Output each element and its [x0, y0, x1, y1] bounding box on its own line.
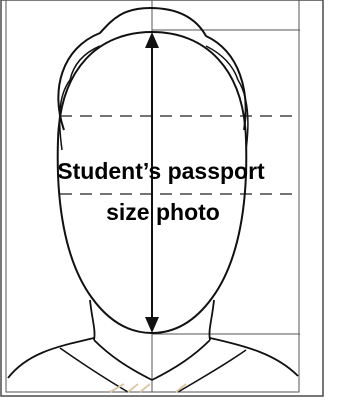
shoulder-left — [8, 338, 94, 378]
neck-left — [90, 300, 95, 340]
caption-line-1: Student’s passport — [0, 160, 322, 183]
hair-inner-line-right — [206, 46, 248, 150]
caption-line-2: size photo — [2, 201, 324, 224]
arrow-up-head — [145, 32, 159, 48]
collar-right-outer — [178, 350, 246, 392]
collar-right — [152, 340, 210, 380]
outer-border — [1, 0, 323, 396]
collar-left-outer — [60, 348, 128, 392]
shoulder-right — [210, 338, 298, 376]
hair-inner-line — [60, 46, 100, 150]
collar-left — [94, 340, 152, 380]
arrow-down-head — [145, 317, 159, 333]
